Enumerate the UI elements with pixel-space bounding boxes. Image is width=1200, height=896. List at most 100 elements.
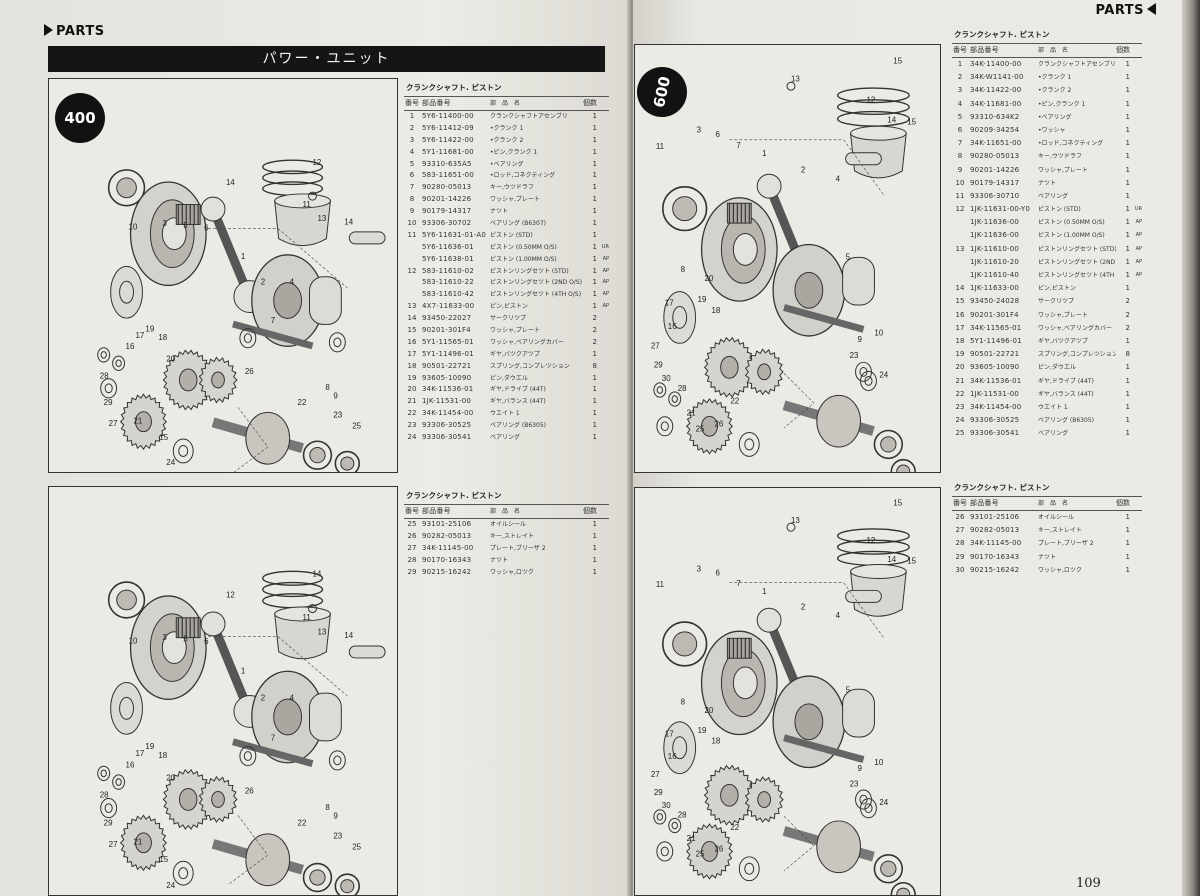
callout-number: 13: [317, 628, 326, 637]
part-quantity: 1: [1125, 178, 1130, 187]
part-remark: [1130, 84, 1142, 97]
part-name: ギヤ,ドライブ (44T): [490, 386, 546, 394]
part-remark: [1130, 322, 1142, 335]
callout-number: 29: [654, 788, 663, 797]
callout-number: 19: [698, 295, 707, 304]
callout-number: 16: [668, 752, 677, 761]
ref-number: 30: [955, 565, 965, 574]
part-name: ピストンリングセツト (2ND O/S): [1038, 258, 1116, 266]
part-name: ピストンリングセツト (4TH O/S): [1038, 272, 1116, 279]
part-name: ピン,ピストン: [1038, 285, 1076, 293]
part-number: 90201-14226: [970, 165, 1020, 174]
part-number: 1JK-11610-00: [970, 244, 1020, 253]
ref-number: 11: [955, 191, 965, 200]
part-name: ワッシャ,プレート: [490, 327, 540, 335]
part-number: 34K-11536-01: [422, 385, 474, 394]
header-part-number: 部品番号: [422, 99, 451, 107]
callout-number: 18: [711, 306, 720, 315]
part-name: •クランク 1: [490, 124, 524, 132]
callout-number: 23: [333, 831, 342, 840]
callout-number: 11: [656, 580, 665, 589]
part-name: ベアリング: [1038, 430, 1069, 438]
callout-number: 24: [879, 370, 888, 379]
header-qty: 個数: [1116, 46, 1130, 54]
part-number: 93306-30541: [970, 429, 1020, 438]
part-name: •ロッド,コネクティング: [490, 172, 556, 180]
part-number: 93450-22027: [422, 314, 472, 323]
part-quantity: 8: [1125, 350, 1130, 359]
ref-number: 6: [957, 125, 963, 134]
part-number: 1JK-11631-00-Y0: [970, 205, 1031, 214]
part-remark: [1130, 537, 1142, 550]
part-remark: [597, 432, 609, 444]
part-quantity: 1: [592, 135, 597, 144]
callout-number: 15: [907, 557, 916, 566]
part-remark: [1130, 98, 1142, 111]
part-remark: [597, 218, 609, 230]
part-name: ギヤ,バランス (44T): [490, 398, 546, 406]
part-quantity: 1: [1125, 191, 1130, 200]
callout-number: 19: [145, 324, 154, 333]
part-number: 5Y6-11422-00: [422, 135, 474, 144]
part-quantity: 1: [592, 266, 597, 275]
part-remark: [597, 531, 609, 543]
part-quantity: 1: [592, 520, 597, 528]
part-remark: [1130, 524, 1142, 537]
callout-number: 26: [245, 367, 254, 376]
callout-number: 24: [879, 798, 888, 807]
callout-number: 12: [866, 536, 875, 545]
part-name: ウエイト 1: [490, 410, 520, 418]
callout-number: 5: [183, 221, 188, 230]
ref-number: 3: [957, 86, 963, 95]
callout-number: 6: [204, 637, 209, 646]
part-quantity: 1: [1125, 539, 1130, 548]
part-number: 583-11651-00: [422, 171, 474, 180]
section-tag-right: PARTS: [1095, 3, 1156, 18]
part-number: 90170-16343: [422, 555, 472, 564]
part-number: 34K-11454-00: [422, 409, 474, 418]
part-name: ピストン (1.00MM O/S): [1038, 232, 1105, 240]
part-remark: [597, 230, 609, 242]
part-quantity: 1: [1125, 152, 1130, 161]
part-name: •クランク 2: [1038, 87, 1072, 95]
part-number: 90179-14317: [970, 178, 1020, 187]
part-number: 90209-34254: [970, 125, 1020, 134]
part-name: ベアリング: [490, 434, 521, 442]
part-number: 93605-10090: [970, 363, 1020, 372]
part-name: ナツト: [1038, 553, 1057, 561]
callout-number: 17: [665, 299, 674, 308]
callout-number: 25: [696, 425, 705, 434]
part-number: 5Y1-11565-01: [422, 337, 474, 346]
part-quantity: 1: [592, 567, 597, 576]
header-part-name: 部 品 名: [1038, 500, 1069, 507]
part-name: ワッシャ,プレート: [490, 196, 540, 204]
callout-number: 24: [166, 881, 175, 890]
ref-number: 21: [955, 376, 965, 385]
part-quantity: 1: [592, 254, 597, 263]
callout-number: 21: [687, 408, 696, 417]
callout-number: 15: [907, 117, 916, 126]
part-number: 90201-301F4: [422, 326, 471, 335]
callout-number: 21: [134, 416, 143, 425]
callout-number: 14: [887, 115, 896, 124]
part-number: 5Y1-11681-00: [422, 147, 474, 156]
callout-number: 1: [241, 252, 246, 261]
callout-number: 10: [874, 758, 883, 767]
table-header: 番号部品番号部 品 名個数: [404, 505, 609, 519]
part-remark: [1130, 150, 1142, 163]
part-number: 5Y6-11412-09: [422, 123, 474, 132]
part-remark: UR: [601, 243, 609, 250]
part-name: ワッシャ,ベアリングカバー: [1038, 324, 1112, 332]
table-title: クランクシャフト. ピストン: [952, 480, 1142, 497]
